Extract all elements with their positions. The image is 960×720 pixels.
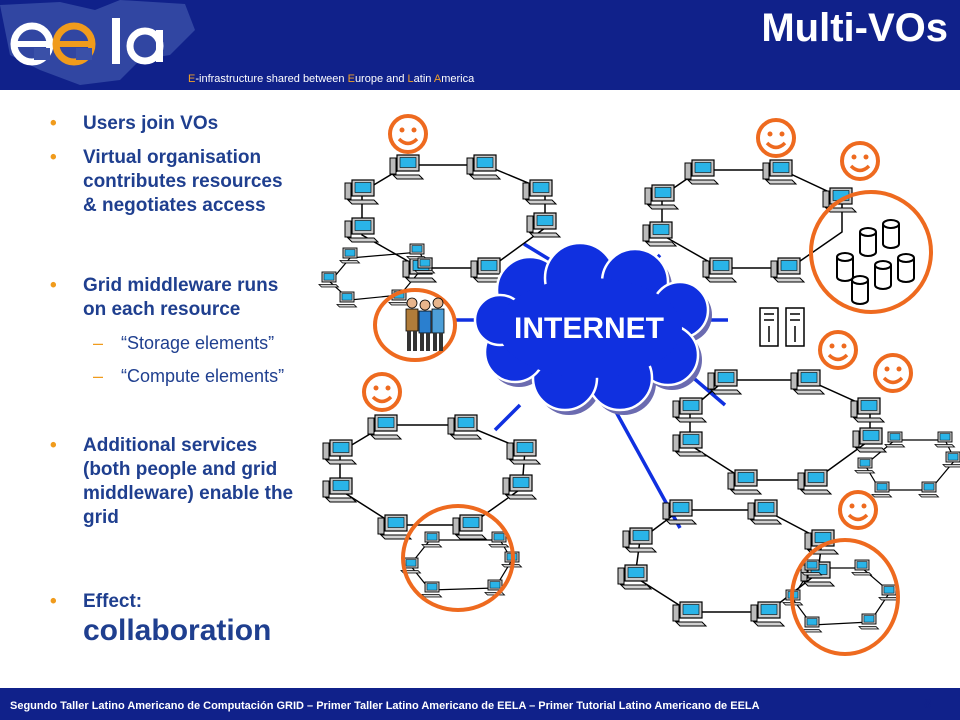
tagline-segment: urope and bbox=[354, 73, 408, 85]
tagline-segment: merica bbox=[441, 73, 475, 85]
people-icon bbox=[405, 297, 445, 351]
ring-top-right bbox=[661, 169, 843, 269]
footer-bar: Segundo Taller Latino Americano de Compu… bbox=[0, 688, 960, 720]
footer-text: Segundo Taller Latino Americano de Compu… bbox=[10, 700, 760, 712]
ee-la-logo bbox=[0, 0, 195, 85]
workstations-bottom-left bbox=[322, 414, 541, 540]
bullet-additional-services: • Additional services(both people and gr… bbox=[50, 435, 294, 528]
bullet-users-join: •Users join VOs bbox=[50, 113, 219, 134]
tagline-segment: atin bbox=[413, 73, 434, 85]
workstations-top-right bbox=[642, 159, 857, 283]
slide-title: Multi-VOs bbox=[761, 6, 948, 50]
sub-compute-elements: –“Compute elements” bbox=[93, 366, 285, 386]
tagline-segment: -infrastructure shared between bbox=[195, 73, 348, 85]
database-icon bbox=[836, 219, 915, 305]
server-rack-icon bbox=[759, 307, 805, 347]
sub-storage-elements: –“Storage elements” bbox=[93, 333, 275, 353]
ring-mid-right bbox=[689, 379, 871, 481]
ring-top-left bbox=[361, 164, 546, 269]
tagline-segment: A bbox=[433, 73, 442, 85]
bullet-effect: • Effect: collaboration bbox=[50, 591, 272, 647]
tagline-segment: E bbox=[347, 73, 355, 85]
internet-cloud bbox=[473, 241, 712, 415]
internet-label: INTERNET bbox=[514, 312, 664, 345]
tagline-segment: E bbox=[188, 73, 196, 85]
header-bar: E-infrastructure shared between Europe a… bbox=[0, 0, 960, 90]
vo-circles bbox=[373, 190, 933, 656]
tagline: E-infrastructure shared between Europe a… bbox=[188, 73, 474, 85]
page-number: 8 bbox=[924, 696, 932, 711]
tagline-segment: L bbox=[407, 73, 414, 85]
